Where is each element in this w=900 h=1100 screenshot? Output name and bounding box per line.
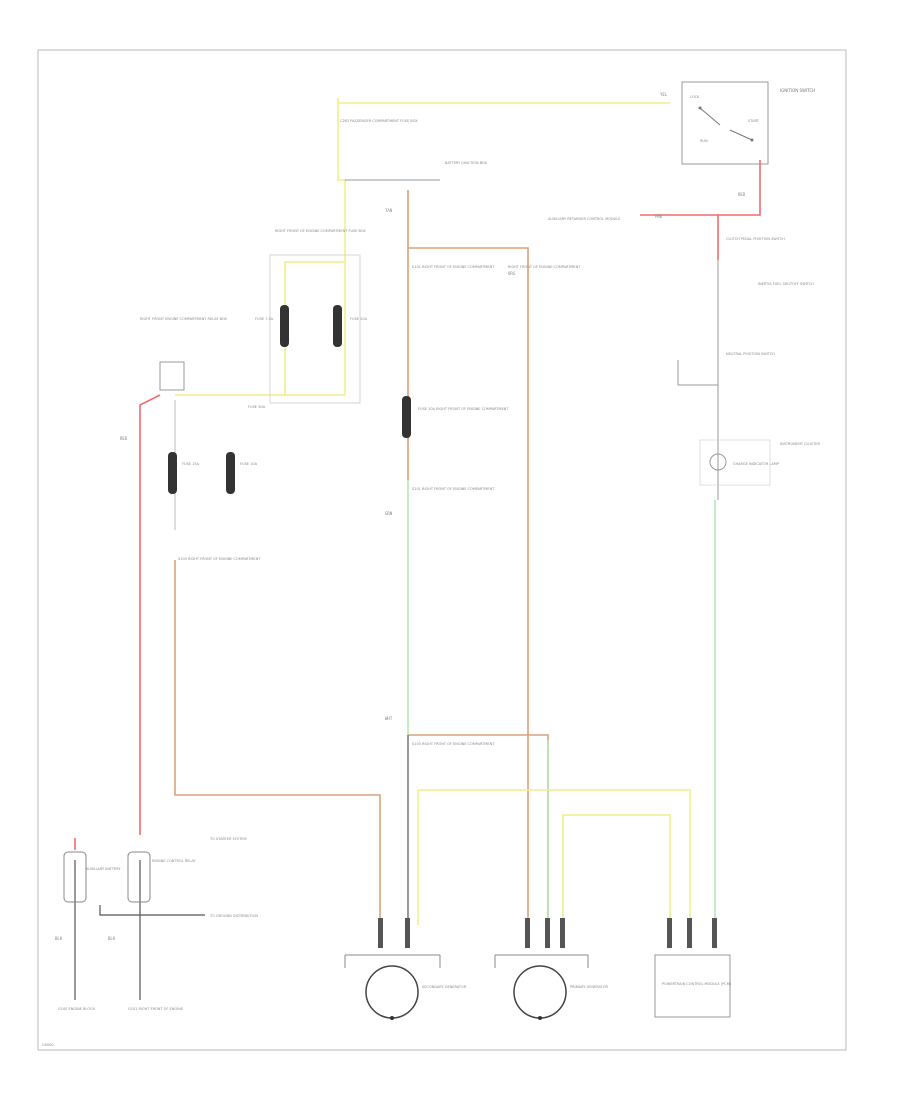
- inertia-switch-label: INERTIA FUEL SHUTOFF SWITCH: [758, 282, 814, 286]
- instrument-cluster-label: INSTRUMENT CLUSTER: [780, 442, 820, 446]
- wire-tan-left: [174, 560, 381, 925]
- secondary-generator: SECONDARY GENERATOR: [344, 954, 467, 1020]
- fuse-lower-right-label: FUSE 10A: [240, 462, 258, 466]
- g100-label: G100 ENGINE BLOCK: [58, 1007, 95, 1011]
- right-side-components: AUXILIARY RETARDER CONTROL MODULE CLUTCH…: [548, 217, 820, 486]
- wire-yellow-fusebox: [284, 103, 346, 396]
- wire-gray-branch: [677, 360, 718, 386]
- charge-lamp-icon: [709, 453, 727, 471]
- left-relay: RIGHT FRONT ENGINE COMPARTMENT RELAY BOX: [140, 317, 227, 391]
- engine-control-label: ENGINE CONTROL RELAY: [152, 859, 197, 863]
- center-fuse-lower-label: S101 RIGHT FRONT OF ENGINE COMPARTMENT: [412, 487, 495, 491]
- fuse-lower-left-label: FUSE 15A: [182, 462, 200, 466]
- code-blk-a: BLK: [108, 936, 116, 941]
- fuse-center-label: FUSE 10A RIGHT FRONT OF ENGINE COMPARTME…: [418, 407, 509, 411]
- to-ground-label: TO GROUND DISTRIBUTION: [209, 914, 258, 918]
- wire-code-labels: YEL RED TAN GRN RED BLK BLK WHT ORG PNK: [55, 92, 746, 941]
- wire-tan-right: [408, 247, 529, 925]
- fuse-upper-left: FUSE 7.5A: [255, 305, 289, 347]
- rf-relay-box-label: RIGHT FRONT OF ENGINE COMPARTMENT FUSE B…: [275, 229, 366, 233]
- fuse-lower-right: FUSE 10A: [226, 452, 258, 494]
- lower-fuse-box-label: FUSE 30A: [248, 405, 266, 409]
- fuse-upper-left-label: FUSE 7.5A: [255, 317, 274, 321]
- switch-lock-label: LOCK: [690, 95, 700, 99]
- top-connector-label: C263 PASSENGER COMPARTMENT FUSE BOX: [340, 119, 418, 123]
- wire-red-ignition: [717, 160, 761, 260]
- code-grn: GRN: [385, 511, 393, 516]
- code-red-ign: RED: [738, 192, 746, 197]
- ignition-switch-label: IGNITION SWITCH: [780, 88, 815, 93]
- aux-battery-label: AUXILIARY BATTERY: [86, 867, 121, 871]
- left-splice-label: S103 RIGHT FRONT OF ENGINE COMPARTMENT: [178, 557, 261, 561]
- fuse-upper-right: FUSE 20A: [333, 305, 368, 347]
- wire-yellow-lower-a: [417, 789, 691, 925]
- aux-module-label: AUXILIARY RETARDER CONTROL MODULE: [548, 217, 620, 221]
- wire-tan-lower: [408, 734, 549, 925]
- footer-code: G0000: [42, 1043, 54, 1047]
- lower-splice-label: S103 RIGHT FRONT OF ENGINE COMPARTMENT: [412, 742, 495, 746]
- pcm-module: POWERTRAIN CONTROL MODULE (PCM): [654, 954, 732, 1018]
- wire-black-link: [99, 905, 140, 916]
- upper-fuse-box: [269, 254, 361, 404]
- code-tan: TAN: [385, 208, 393, 213]
- fuse-lower-left: FUSE 15A: [168, 452, 200, 494]
- wire-yellow-lower-b: [562, 814, 671, 925]
- fuse-upper-right-label: FUSE 20A: [350, 317, 368, 321]
- neutral-switch-label: NEUTRAL POSITION SWITCH: [726, 352, 775, 356]
- ignition-switch: IGNITION SWITCH START RUN LOCK: [681, 81, 815, 165]
- code-blk-b: BLK: [55, 936, 63, 941]
- diagram-border: [37, 49, 847, 1051]
- engine-control-relay: ENGINE CONTROL RELAY: [127, 851, 197, 903]
- battery-junction: BATTERY JUNCTION BOX C263 PASSENGER COMP…: [178, 119, 581, 746]
- g101-label: G101 RIGHT FRONT OF ENGINE: [128, 1007, 183, 1011]
- charge-lamp-label: CHARGE INDICATOR LAMP: [733, 462, 779, 466]
- primary-generator-label: PRIMARY GENERATOR: [570, 985, 609, 989]
- mid-right-label: RIGHT FRONT OF ENGINE COMPARTMENT: [508, 265, 581, 269]
- to-starter-label: TO STARTER SYSTEM: [209, 837, 247, 841]
- center-splice-label: S101 RIGHT FRONT OF ENGINE COMPARTMENT: [412, 265, 495, 269]
- clutch-switch-label: CLUTCH PEDAL POSITION SWITCH: [726, 237, 785, 241]
- instrument-cluster-box: [699, 439, 771, 486]
- code-yel-top: YEL: [660, 92, 668, 97]
- battery-label: BATTERY JUNCTION BOX: [445, 161, 488, 165]
- secondary-generator-label: SECONDARY GENERATOR: [422, 985, 467, 989]
- pcm-label: POWERTRAIN CONTROL MODULE (PCM): [662, 982, 732, 986]
- code-pnk: PNK: [655, 214, 663, 219]
- switch-start-label: START: [748, 119, 760, 123]
- primary-generator: PRIMARY GENERATOR: [494, 954, 609, 1020]
- switch-run-label: RUN: [700, 139, 708, 143]
- fuse-center: FUSE 10A RIGHT FRONT OF ENGINE COMPARTME…: [402, 396, 509, 438]
- wire-layer: [74, 98, 761, 1000]
- code-red-left: RED: [120, 436, 128, 441]
- aux-battery-relay: AUXILIARY BATTERY: [63, 851, 121, 903]
- left-relay-label: RIGHT FRONT ENGINE COMPARTMENT RELAY BOX: [140, 317, 227, 321]
- connector-pins: [378, 918, 717, 948]
- wire-yellow-top: [337, 98, 670, 104]
- code-org: ORG: [508, 271, 516, 276]
- wire-red-left: [139, 394, 161, 835]
- code-wht: WHT: [385, 716, 393, 721]
